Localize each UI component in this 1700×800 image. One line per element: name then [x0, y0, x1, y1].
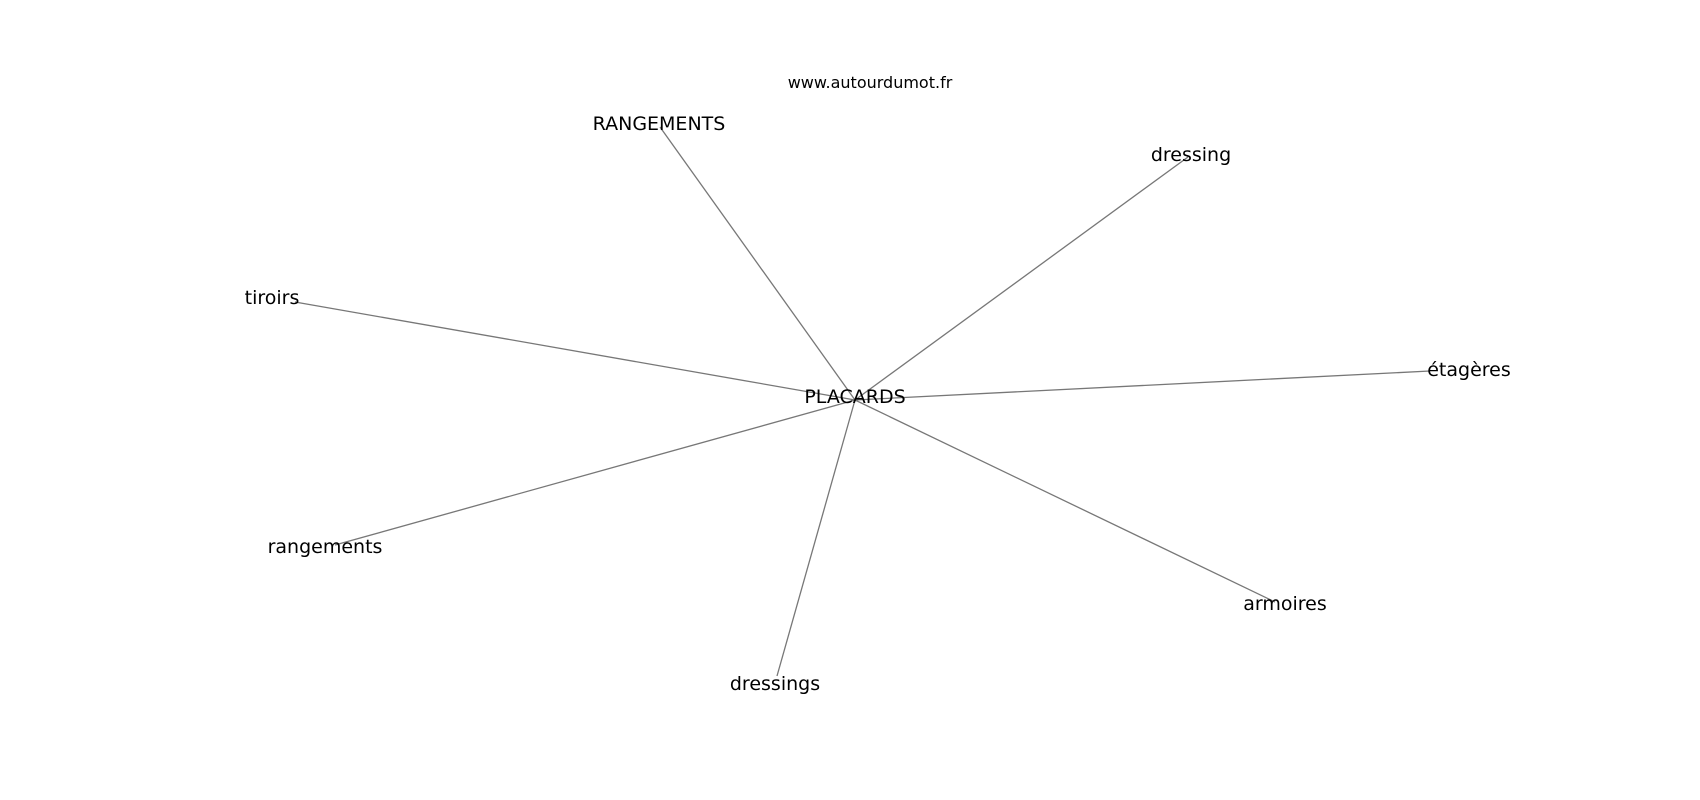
node-etageres[interactable]: étagères	[1427, 359, 1511, 381]
edge-placards-rangements	[334, 399, 856, 546]
node-tiroirs[interactable]: tiroirs	[245, 287, 300, 309]
edge-placards-rangements-upper	[659, 126, 856, 401]
node-rangements[interactable]: rangements	[268, 536, 383, 558]
edge-placards-tiroirs	[294, 301, 856, 401]
graph-edges	[294, 126, 1431, 677]
node-dressings[interactable]: dressings	[730, 673, 820, 695]
site-url-label: www.autourdumot.fr	[788, 73, 953, 92]
node-center-placards[interactable]: PLACARDS	[804, 386, 905, 408]
node-armoires[interactable]: armoires	[1243, 593, 1327, 615]
edge-placards-dressings	[776, 399, 856, 677]
node-dressing[interactable]: dressing	[1151, 144, 1231, 166]
node-rangements-upper[interactable]: RANGEMENTS	[593, 113, 726, 135]
edge-placards-dressing	[854, 156, 1189, 401]
edge-placards-armoires	[854, 399, 1276, 603]
edge-placards-etageres	[854, 370, 1431, 401]
